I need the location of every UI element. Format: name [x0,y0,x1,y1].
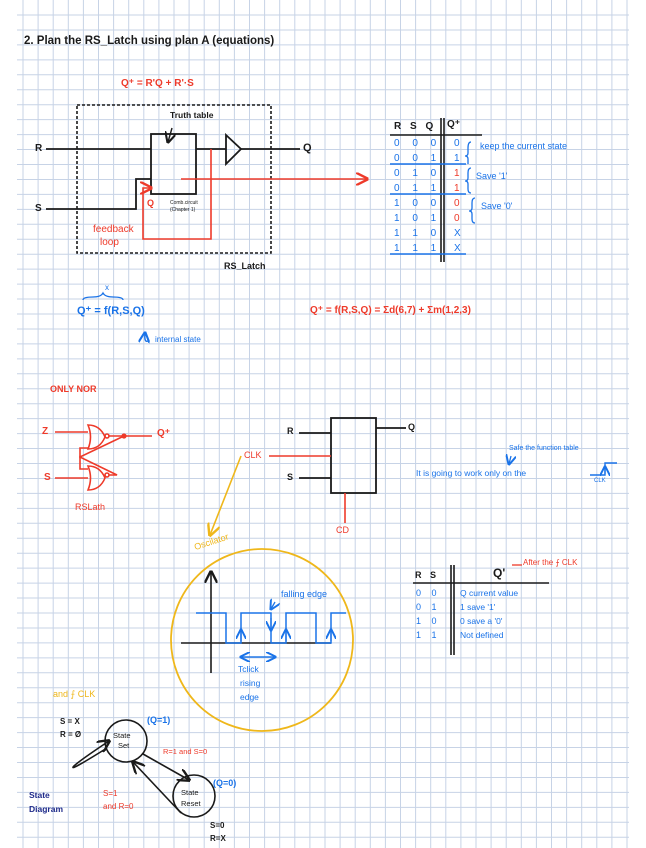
state-diagram-drawing [72,719,216,818]
tt-inputs: 0 1 1 [394,183,442,194]
output-q-label: Q [303,142,312,154]
red-equation: Q⁺ = f(R,S,Q) = Σd(6,7) + Σm(1,2,3) [310,305,471,316]
clocked-input-r: R [287,426,294,436]
clocked-input-s: S [287,472,294,482]
tt-output: 1 [454,153,460,164]
feedback-loop-wire [143,149,212,240]
clk-label: CLK [244,450,262,460]
only-nor-title: ONLY NOR [50,384,97,394]
tt-inputs: 1 0 1 [394,213,442,224]
ct-output: Q current value [460,588,519,598]
nor-latch-label: RSLath [75,502,106,512]
loop-label: loop [100,237,119,248]
tt-inputs: 0 0 1 [394,153,442,164]
tt-inputs: 1 1 0 [394,228,442,239]
loop-r-label: R = Ø [60,730,82,739]
clk-to-oscillator-arrow [210,455,242,535]
and-clk-label: and ⨍ CLK [53,689,96,699]
nor-output-q: Q⁺ [157,428,171,439]
tt-output: X [454,243,461,254]
truth-table-pointer [168,127,172,142]
tt-output: 1 [454,183,460,194]
rising-edge-note: It is going to work only on the [416,468,527,478]
truth-table-lines [390,118,482,262]
tt-inputs: 1 1 1 [394,243,442,254]
tt-inputs: 1 0 0 [394,198,442,209]
q-equals-1: (Q=1) [147,715,171,725]
reset-loop-s: S=0 [210,821,225,830]
rising-label: rising [240,678,261,688]
reset-to-set-r: and R=0 [103,802,134,811]
ct-inputs: 0 1 [416,602,441,612]
block-equation: Q⁺ = R'Q + R'·S [121,78,194,89]
safe-function-table-note: Safe the function table [509,445,579,452]
tclick-label: Tclick [238,664,259,674]
ct-header-rs: R S [415,570,440,580]
state-reset-line1: State [181,788,199,797]
clocked-output-q: Q [408,422,416,432]
tt-note-save0: Save '0' [481,201,513,211]
tt-output: 1 [454,168,460,179]
ct-output: Not defined [460,630,504,640]
nor-input-s: S [44,472,51,483]
buffer-gate [225,132,243,167]
tt-inputs: 0 0 0 [394,138,442,149]
clocked-rs-block [269,417,617,523]
truth-table-label: Truth table [170,110,214,120]
chapter-label: (Chapter 1) [170,207,196,213]
clk-small-label: CLK [594,478,606,484]
reset-loop-r: R=X [210,834,226,843]
input-s-label: S [35,203,42,214]
blue-equation: Q⁺ = f(R,S,Q) [77,305,145,317]
state-diagram-label-1: State [29,790,50,800]
after-clk-note: After the ⨍ CLK [523,558,578,567]
page-heading: 2. Plan the RS_Latch using plan A (equat… [24,35,275,47]
tt-output: 0 [454,138,460,149]
ct-inputs: 1 1 [416,630,441,640]
tt-note-keep: keep the current state [480,141,568,151]
comb-circuit-box [150,133,197,195]
tt-header-qplus: Q⁺ [447,119,461,130]
ct-inputs: 0 0 [416,588,441,598]
wire-s [46,178,151,210]
overbrace [82,291,124,301]
ct-inputs: 1 0 [416,616,441,626]
q-equals-0: (Q=0) [213,778,237,788]
edge-label: edge [240,692,259,702]
cd-label: CD [336,525,349,535]
tt-note-save1: Save '1' [476,171,508,181]
internal-state-note: internal state [155,335,201,344]
falling-edge-label: falling edge [281,589,328,599]
state-set-line1: State [113,731,131,740]
oscillator-diagram [170,548,354,732]
state-reset-line2: Reset [181,799,201,808]
input-r-label: R [35,143,43,154]
internal-state-pointer [145,333,148,341]
tt-output: 0 [454,213,460,224]
tt-header-rsq: R S Q [394,121,437,132]
tt-output: 0 [454,198,460,209]
ct-output: 0 save a '0' [460,616,503,626]
clocked-table-lines [413,564,549,655]
ct-header-q: Q' [493,566,506,580]
loop-s-label: S = X [60,717,80,726]
nor-input-z: Z [42,426,49,437]
set-to-reset-condition: R=1 and S=0 [163,747,208,756]
state-set-line2: Set [118,741,130,750]
comb-circuit-label: Comb.circuit [170,200,198,206]
overbrace-x: x [105,283,109,292]
state-diagram-label-2: Diagram [29,804,64,814]
tt-output: X [454,228,461,239]
reset-to-set-s: S=1 [103,789,118,798]
nor-latch-diagram [55,424,152,491]
internal-q-label: Q [147,198,155,208]
tt-inputs: 0 1 0 [394,168,442,179]
rs-latch-block-diagram [46,104,367,254]
feedback-label: feedback [93,224,134,235]
ct-output: 1 save '1' [460,602,496,612]
rs-latch-box-label: RS_Latch [224,261,266,271]
